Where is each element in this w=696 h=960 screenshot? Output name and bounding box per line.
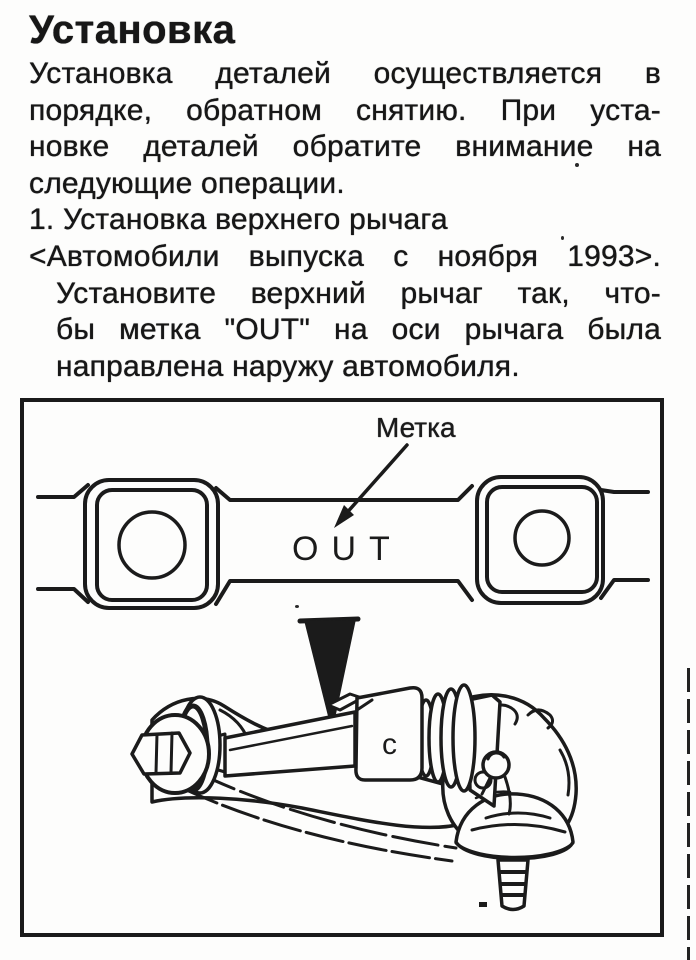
block-notch: [355, 698, 374, 712]
scan-mark: [479, 902, 487, 907]
upper-arm-illustration: OUT Метка: [36, 412, 650, 912]
metka-label: Метка: [376, 412, 456, 443]
callout-arrow-line: [342, 443, 409, 518]
block-letter: c: [382, 728, 397, 761]
ball-joint: [454, 792, 575, 912]
scan-speck: [295, 605, 299, 608]
right-bolt-hole: [513, 509, 571, 567]
left-mount-pad: [95, 488, 209, 602]
body-paragraphs: Установка деталей осуществляется в поряд…: [29, 56, 661, 385]
dome-neck-line: [470, 823, 567, 834]
figure-upper-arm-diagram: OUT Метка: [20, 398, 664, 937]
text-line: Установка деталей осуществляется в: [29, 57, 661, 90]
text-line: <Автомобили выпуска с ноября 1993>.: [29, 239, 661, 273]
metka-callout: Метка: [334, 412, 456, 528]
text-line: бы метка "OUT" на оси рычага была: [56, 313, 661, 347]
knuckle-shading: [484, 811, 552, 820]
grease-nipple: [473, 750, 512, 816]
clamp-block: [354, 685, 424, 782]
page-title: Установка: [29, 8, 236, 52]
front-leg-edge: [180, 786, 454, 863]
pointer-triangle: [297, 616, 361, 729]
text-line: 1. Установка верхнего рычага: [29, 203, 448, 237]
right-mount-pad: [485, 485, 599, 594]
arm-shaft-top-view: OUT: [36, 475, 650, 610]
text-line: порядке, обратном снятию. При уста-: [29, 93, 661, 127]
control-arm: c: [130, 683, 578, 912]
dome-bottom-rim: [454, 841, 575, 859]
knuckle-bump: [526, 708, 555, 730]
hex-nut: [130, 731, 192, 776]
text-line: следующие операции.: [29, 166, 345, 200]
right-mount-pad-outer: [475, 475, 605, 605]
left-mount-pad-outer: [83, 478, 220, 610]
left-bushing-assembly: [130, 695, 222, 795]
text-line: направлена наружу автомобиля.: [56, 349, 520, 383]
text-line: Установите верхний рычаг так, что-: [56, 276, 661, 310]
out-mark-text: OUT: [292, 530, 403, 568]
scan-speck: [561, 236, 564, 240]
text-line: новке деталей обратите внимание на: [29, 130, 661, 164]
left-bolt-hole: [117, 510, 187, 580]
front-leg-edge: [190, 768, 458, 850]
nut-facets: [154, 731, 174, 775]
tube-highlight: [228, 724, 354, 752]
scan-edge-artifact: [687, 668, 690, 960]
callout-arrow-head: [334, 505, 354, 528]
knuckle-edge-line: [558, 748, 571, 797]
bushing-ring: [451, 683, 477, 793]
stud-threads: [498, 870, 528, 897]
scan-speck: [575, 163, 579, 167]
